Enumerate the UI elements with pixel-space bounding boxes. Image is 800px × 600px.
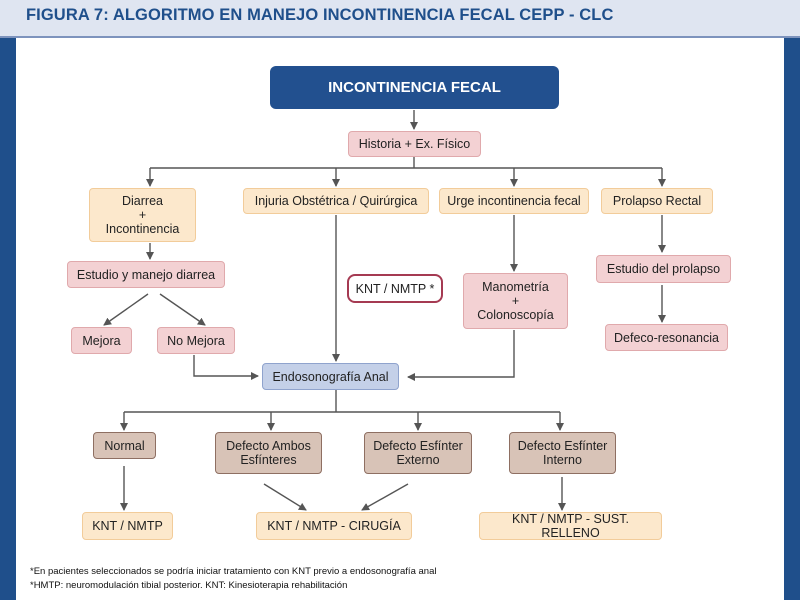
node-urge: Urge incontinencia fecal <box>439 188 589 214</box>
arrow-estudio-to-mejora <box>103 293 149 326</box>
arrow-estudio-to-no-mejora <box>159 293 206 326</box>
footnote-2: *HMTP: neuromodulación tibial posterior.… <box>30 580 348 591</box>
node-knt-relleno: KNT / NMTP - SUST. RELLENO <box>479 512 662 540</box>
node-endosonografia: Endosonografía Anal <box>262 363 399 390</box>
arrow-no-mejora-to-endosonografia <box>193 355 259 380</box>
arrow-externo-to-cirugia <box>361 483 409 511</box>
right-border <box>784 38 800 600</box>
arrow-manometria-to-endosonografia <box>407 330 515 381</box>
node-prolapso: Prolapso Rectal <box>601 188 713 214</box>
header-band <box>0 0 800 36</box>
node-estudio-prolapso: Estudio del prolapso <box>596 255 731 283</box>
node-defeco-resonancia: Defeco-resonancia <box>605 324 728 351</box>
node-diarrea: Diarrea + Incontinencia <box>89 188 196 242</box>
node-normal: Normal <box>93 432 156 459</box>
node-defecto-externo: Defecto Esfínter Externo <box>364 432 472 474</box>
header-rule <box>0 36 800 38</box>
node-incontinencia-fecal: INCONTINENCIA FECAL <box>270 66 559 109</box>
node-no-mejora: No Mejora <box>157 327 235 354</box>
node-defecto-interno: Defecto Esfínter Interno <box>509 432 616 474</box>
node-estudio-diarrea: Estudio y manejo diarrea <box>67 261 225 288</box>
node-knt-nmtp-note: KNT / NMTP * <box>347 274 443 303</box>
node-knt-cirugia: KNT / NMTP - CIRUGÍA <box>256 512 412 540</box>
figure-title: FIGURA 7: ALGORITMO EN MANEJO INCONTINEN… <box>26 6 614 24</box>
footnote-1: *En pacientes seleccionados se podría in… <box>30 566 437 577</box>
node-injuria: Injuria Obstétrica / Quirúrgica <box>243 188 429 214</box>
arrow-ambos-to-cirugia <box>263 483 307 511</box>
node-defecto-ambos: Defecto Ambos Esfínteres <box>215 432 322 474</box>
node-historia: Historia + Ex. Físico <box>348 131 481 157</box>
left-border <box>0 38 16 600</box>
node-mejora: Mejora <box>71 327 132 354</box>
node-manometria: Manometría + Colonoscopía <box>463 273 568 329</box>
node-knt-nmtp: KNT / NMTP <box>82 512 173 540</box>
